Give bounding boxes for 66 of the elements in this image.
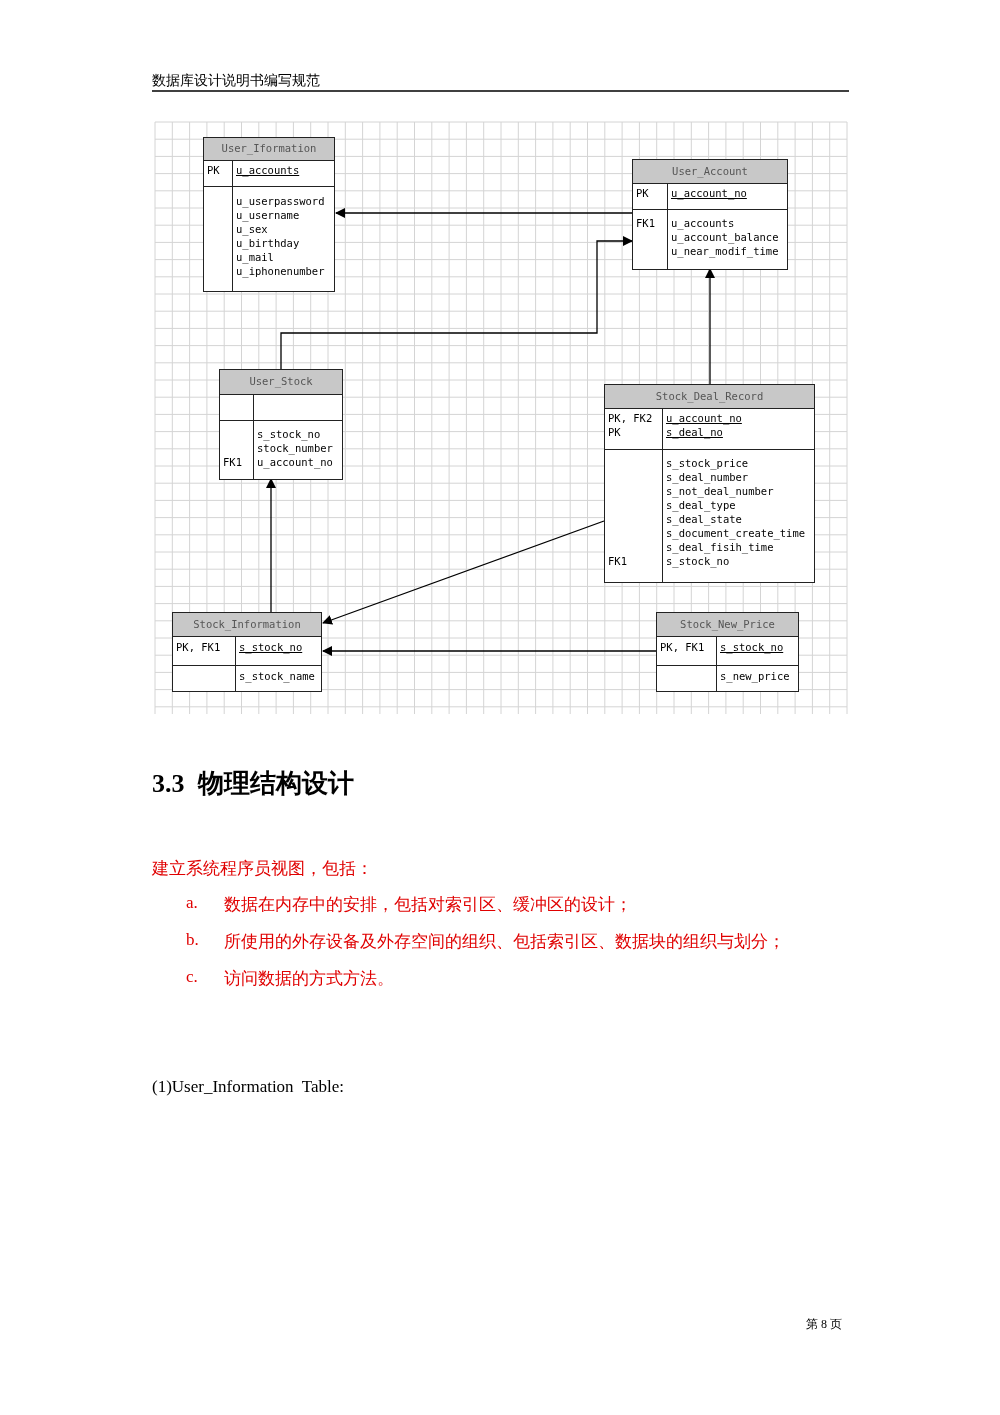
entity-table [656, 612, 799, 692]
key-label: PK [608, 425, 621, 439]
list-item: 访问数据的方式方法。 [224, 968, 394, 990]
table-title: User_Iformation [221, 142, 317, 154]
entity-table [203, 137, 335, 292]
field-name: s_stock_no [720, 640, 784, 654]
list-item: 所使用的外存设备及外存空间的组织、包括索引区、数据块的组织与划分； [224, 931, 785, 953]
field-name: u_iphonenumber [236, 264, 325, 278]
field-name: u_near_modif_time [671, 244, 779, 258]
key-label: PK [207, 163, 220, 177]
field-name: s_stock_no [239, 640, 303, 654]
field-name: s_stock_no [257, 427, 321, 441]
field-name: u_mail [236, 250, 274, 264]
entity-table [604, 384, 815, 583]
field-name: u_account_no [666, 411, 742, 425]
page-number: 第 8 页 [806, 1316, 842, 1333]
entity-table [172, 612, 322, 692]
field-name: u_birthday [236, 236, 300, 250]
key-label: PK, FK1 [660, 640, 705, 654]
field-name: s_document_create_time [666, 526, 806, 540]
entity-table [219, 369, 343, 480]
field-name: s_deal_no [666, 425, 723, 439]
field-name: u_sex [236, 222, 268, 236]
relationship-arrow [705, 268, 715, 385]
entity-table [632, 159, 788, 270]
field-name: s_deal_state [666, 512, 742, 526]
field-name: u_username [236, 208, 300, 222]
paragraph: 建立系统程序员视图，包括： [152, 858, 373, 880]
field-name: u_account_no [257, 455, 333, 469]
field-name: u_account_no [671, 186, 747, 200]
section-heading: 3.3 物理结构设计 [152, 768, 354, 800]
field-name: s_stock_price [666, 456, 749, 470]
field-name: s_not_deal_number [666, 484, 774, 498]
table-title: Stock_Information [193, 618, 301, 630]
key-label: FK1 [636, 216, 655, 230]
list-item: 数据在内存中的安排，包括对索引区、缓冲区的设计； [224, 894, 632, 916]
key-label: PK, FK1 [176, 640, 221, 654]
list-marker: c. [186, 967, 198, 987]
field-name: s_deal_fisih_time [666, 540, 774, 554]
field-name: u_userpassword [236, 194, 325, 208]
list-marker: a. [186, 893, 198, 913]
field-name: s_deal_type [666, 498, 736, 512]
list-marker: b. [186, 930, 199, 950]
relationship-arrow [322, 520, 605, 625]
table-title: User_Stock [249, 375, 313, 387]
field-name: stock_number [257, 441, 333, 455]
key-label: FK1 [223, 455, 242, 469]
field-name: s_stock_no [666, 554, 730, 568]
key-label: FK1 [608, 554, 627, 568]
table-caption: (1)User_Information Table: [152, 1077, 345, 1097]
field-name: s_new_price [720, 669, 790, 683]
field-name: s_stock_name [239, 669, 315, 683]
field-name: u_accounts [671, 216, 735, 230]
field-name: u_account_balance [671, 230, 779, 244]
table-title: User_Account [672, 165, 748, 177]
field-name: s_deal_number [666, 470, 749, 484]
page-header: 数据库设计说明书编写规范 [152, 72, 320, 90]
field-name: u_accounts [236, 163, 300, 177]
key-label: PK, FK2 [608, 411, 653, 425]
relationship-arrow [335, 208, 633, 218]
relationship-arrow [266, 478, 276, 613]
table-title: Stock_Deal_Record [655, 390, 764, 402]
relationship-arrow [280, 236, 633, 370]
key-label: PK [636, 186, 649, 200]
table-title: Stock_New_Price [680, 618, 775, 630]
relationship-arrow [322, 646, 657, 656]
